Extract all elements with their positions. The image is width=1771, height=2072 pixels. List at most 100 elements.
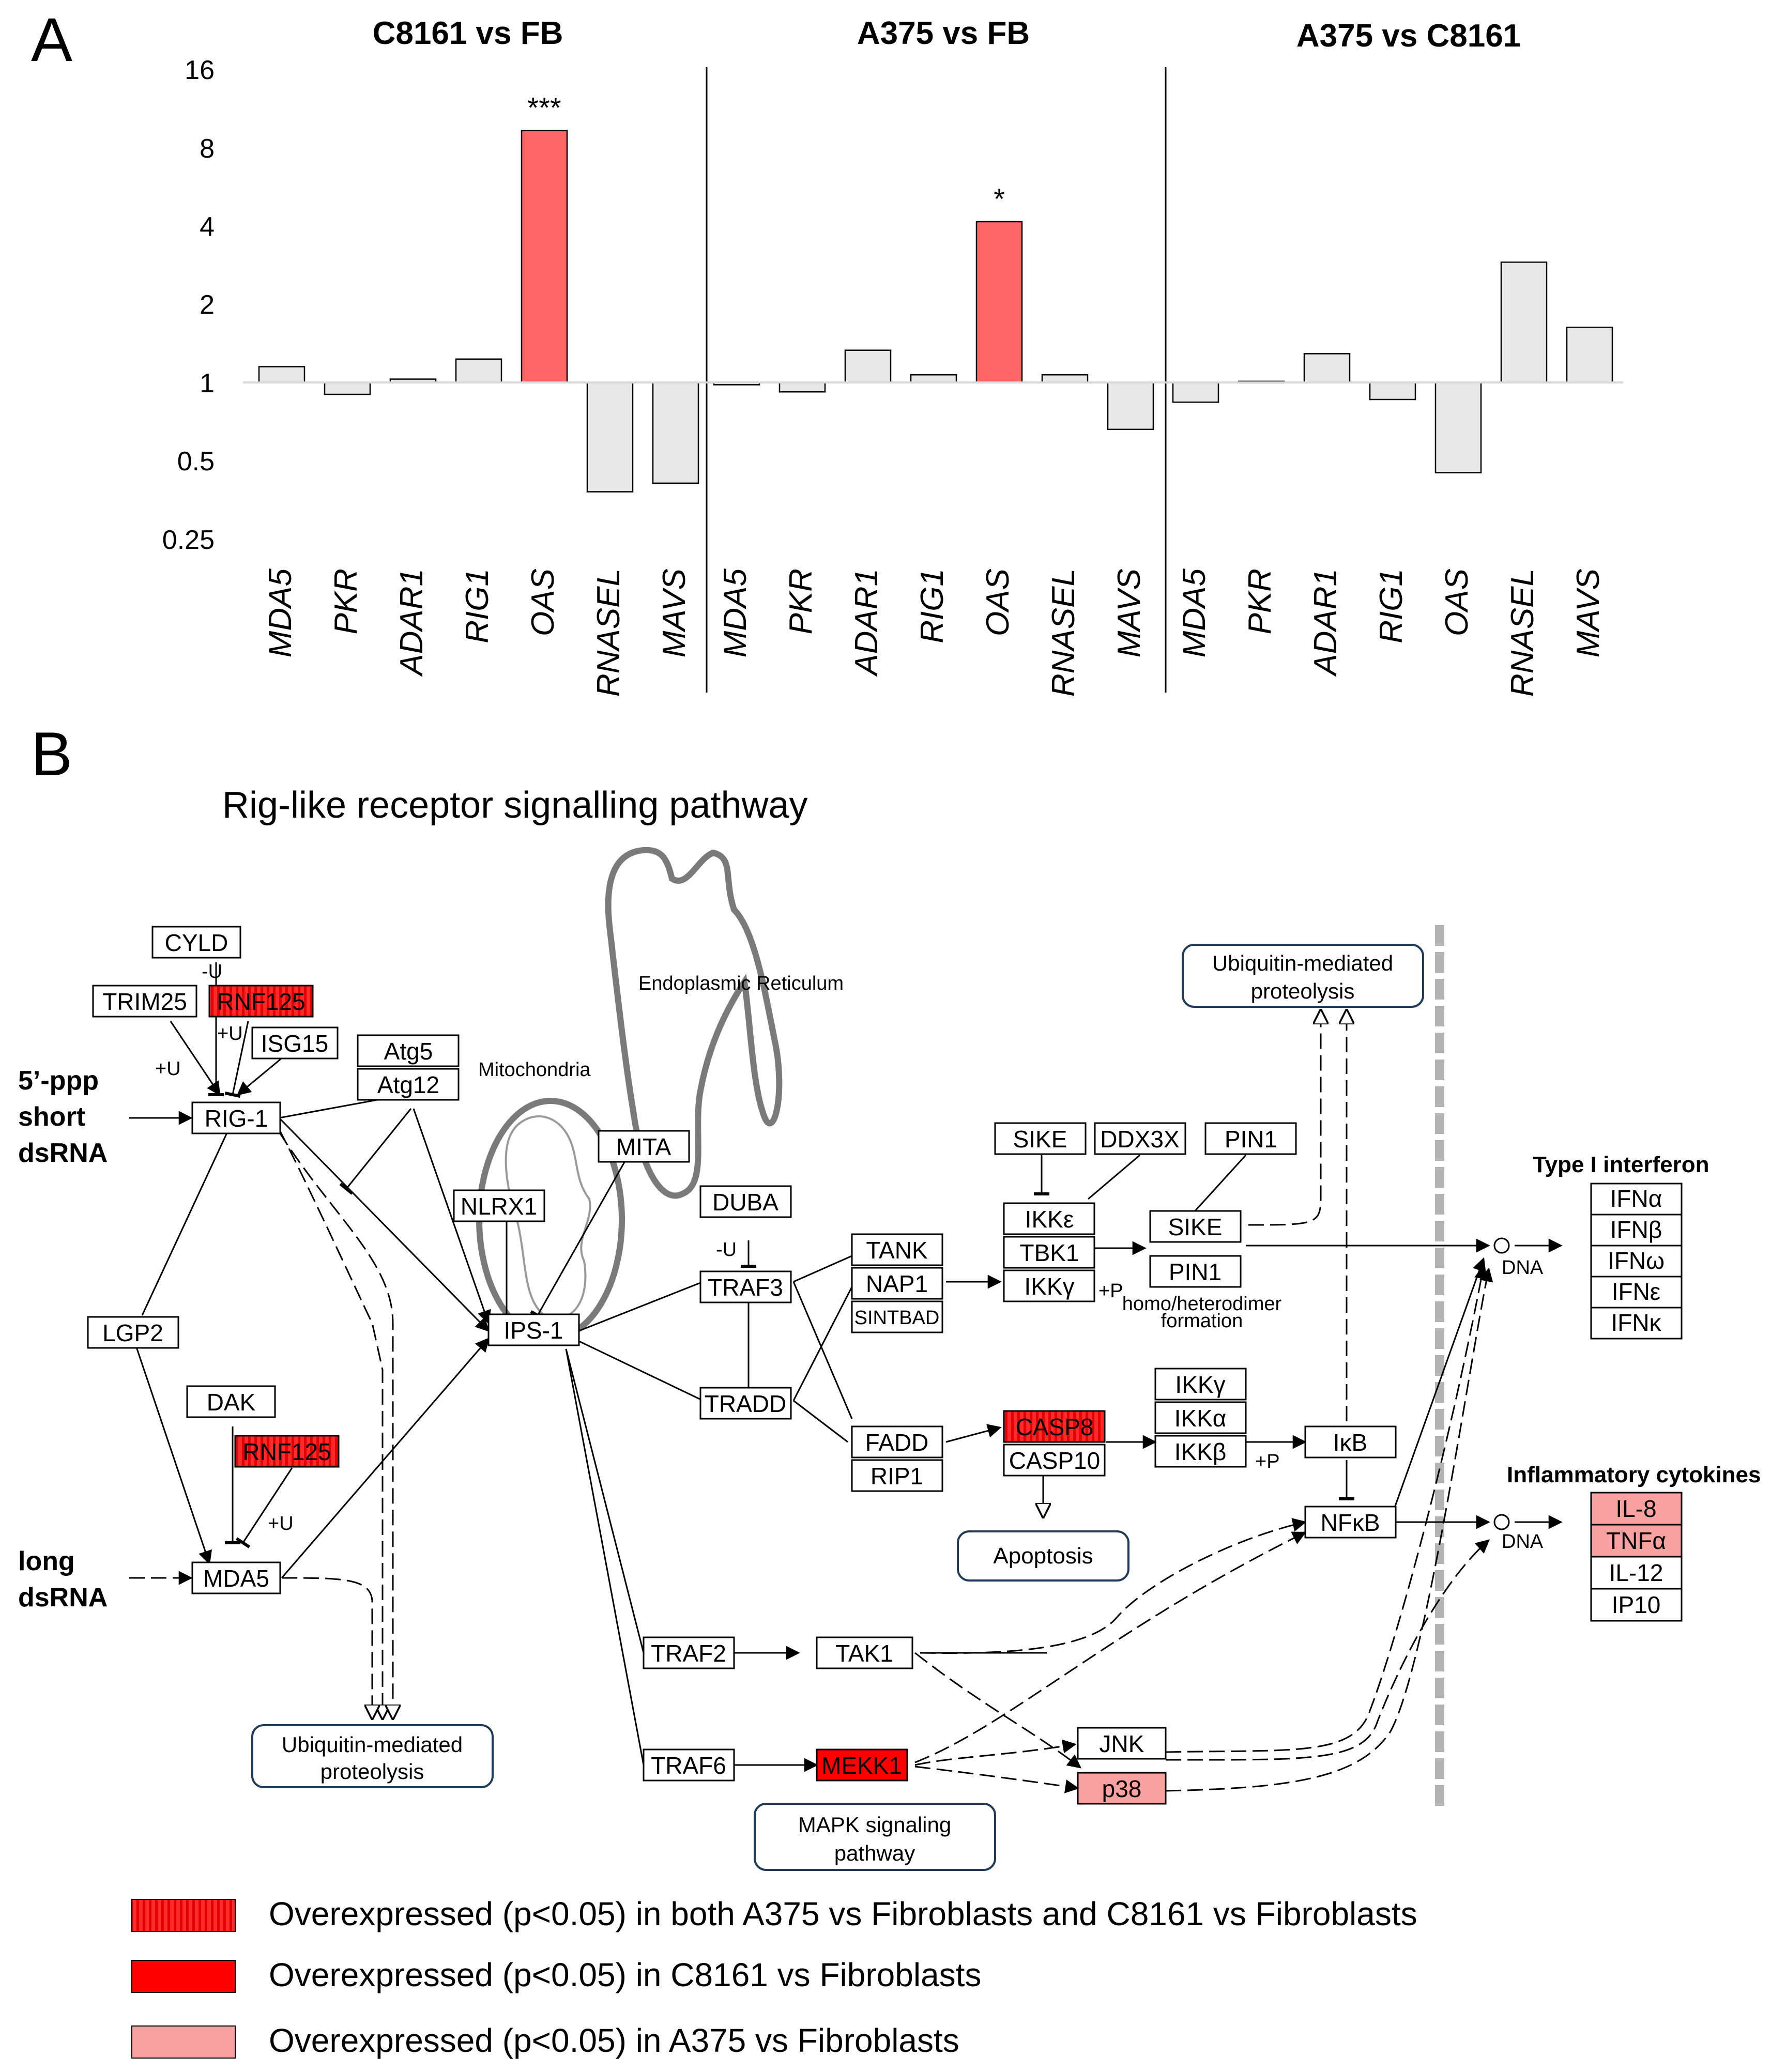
edge-label-minus-u: -U [202, 961, 222, 983]
bar-oas-group2 [975, 221, 1023, 383]
legend-text-both: Overexpressed (p<0.05) in both A375 vs F… [269, 1895, 1417, 1932]
box-il12 [1590, 1556, 1683, 1590]
gene-ikke: IKKε [1025, 1206, 1074, 1233]
gene-sike-top: SIKE [1013, 1126, 1067, 1153]
bar-pkr-group2 [778, 381, 826, 393]
gene-traf3: TRAF3 [708, 1274, 783, 1301]
x-tick-label: RIG1 [914, 569, 950, 643]
box-tbk1 [1003, 1236, 1095, 1269]
gene-fadd: FADD [865, 1429, 929, 1456]
gene-ips1: IPS-1 [503, 1317, 563, 1344]
gene-tank: TANK [866, 1237, 928, 1264]
group-title-c8161-vs-fb: C8161 vs FB [373, 16, 563, 51]
gene-casp8: CASP8 [1016, 1414, 1094, 1440]
gene-ikkb: IKKβ [1174, 1438, 1227, 1465]
gene-atg12: Atg12 [377, 1071, 439, 1098]
gene-jnk: JNK [1100, 1730, 1144, 1757]
box-ikke [1003, 1202, 1095, 1235]
legend-text-a375: Overexpressed (p<0.05) in A375 vs Fibrob… [269, 2022, 959, 2059]
y-tick: 16 [185, 55, 215, 85]
gene-traf6: TRAF6 [651, 1752, 726, 1779]
y-tick: 4 [200, 212, 215, 242]
box-nlrx1 [453, 1189, 545, 1222]
panel-a: A C8161 vs FB A375 vs FB A375 vs C8161 1… [31, 5, 1623, 697]
x-tick-label: ADAR1 [849, 569, 884, 678]
edge-label-homo: homo/heterodimer [1122, 1293, 1282, 1315]
input-long: long [18, 1546, 75, 1576]
box-ikb [1304, 1425, 1397, 1459]
box-ips1 [487, 1313, 580, 1346]
bar-mavs-group1 [652, 381, 699, 484]
input-short: short [18, 1102, 85, 1132]
x-tick-label: PKR [328, 569, 364, 634]
x-tick-label: OAS [525, 569, 561, 636]
box-cyld [151, 926, 241, 959]
gene-ip10: IP10 [1612, 1591, 1661, 1618]
x-tick-label: RNASEL [1505, 569, 1540, 697]
box-traf3 [699, 1270, 792, 1303]
x-tick-label: MDA5 [717, 568, 753, 657]
box-ikkg2 [1154, 1368, 1247, 1401]
edge-label-formation: formation [1161, 1310, 1243, 1332]
box-traf2 [643, 1636, 735, 1669]
bar-pkr-group1 [324, 381, 371, 395]
bar-mavs-group3 [1566, 326, 1613, 383]
bar-rig1-group2 [910, 374, 957, 383]
box-mda5 [191, 1561, 281, 1594]
edge-label-plus-u-dak: +U [268, 1513, 294, 1534]
panel-b: B Rig-like receptor signalling pathway E… [18, 719, 1761, 1871]
box-rnf125b [234, 1435, 340, 1468]
edge-label-dna-top: DNA [1502, 1257, 1544, 1279]
gene-lgp2: LGP2 [102, 1319, 163, 1346]
x-tick-label: PKR [783, 569, 819, 634]
input-long-dsrna: dsRNA [18, 1583, 108, 1613]
gene-boxes [87, 926, 1397, 1805]
gene-rnf125-top: RNF125 [217, 988, 305, 1015]
y-tick: 1 [200, 369, 215, 398]
bar-oas-group3 [1434, 381, 1482, 473]
gene-mda5: MDA5 [203, 1565, 269, 1592]
box-isg15 [251, 1026, 339, 1060]
module-apoptosis [957, 1530, 1129, 1582]
y-tick: 8 [200, 134, 215, 164]
gene-casp10: CASP10 [1009, 1447, 1100, 1474]
bar-rig1-group1 [455, 358, 502, 383]
box-tank [851, 1233, 943, 1266]
edge-label-minus-u-duba: -U [716, 1239, 737, 1261]
x-tick-label: MDA5 [263, 568, 298, 657]
x-tick-label: PKR [1242, 569, 1278, 634]
gene-trim25: TRIM25 [102, 988, 187, 1015]
type1-interferon-title: Type I interferon [1533, 1152, 1709, 1177]
bar-rnasel-group1 [586, 381, 634, 493]
module-ubiquitin-top [1182, 944, 1424, 1008]
gene-dak: DAK [207, 1389, 256, 1416]
legend-swatch-light [131, 2025, 236, 2059]
gene-ikkg-top: IKKγ [1024, 1273, 1074, 1300]
bar-adar1-group3 [1303, 353, 1351, 383]
panel-b-letter: B [31, 719, 72, 789]
group-titles: C8161 vs FB A375 vs FB A375 vs C8161 [373, 16, 1521, 54]
gene-labels: CYLD TRIM25 RNF125 ISG15 RIG-1 Atg5 Atg1… [102, 929, 1380, 1802]
bar-oas-group1 [521, 130, 568, 383]
gene-duba: DUBA [712, 1189, 778, 1216]
module-ubiquitin-bottom [251, 1724, 494, 1788]
gene-ifna: IFNα [1610, 1185, 1662, 1212]
gene-il8: IL-8 [1615, 1495, 1656, 1522]
bar-rnasel-group3 [1500, 262, 1548, 383]
box-pin1a [1204, 1122, 1297, 1155]
box-rig1 [191, 1101, 281, 1134]
x-tick-label: MDA5 [1177, 568, 1212, 657]
group-title-a375-vs-c8161: A375 vs C8161 [1296, 18, 1521, 54]
box-ikka [1154, 1401, 1247, 1434]
gene-tak1: TAK1 [835, 1640, 893, 1667]
gene-nlrx1: NLRX1 [461, 1193, 537, 1220]
gene-traf2: TRAF2 [651, 1640, 726, 1667]
x-tick-label: RIG1 [1373, 569, 1409, 643]
edge-label-plus-u: +U [217, 1023, 243, 1045]
y-axis-ticks: 16 8 4 2 1 0.5 0.25 [162, 55, 215, 555]
box-ifnb [1590, 1214, 1683, 1247]
box-sike2 [1149, 1210, 1242, 1243]
gene-isg15: ISG15 [261, 1030, 328, 1057]
box-nap1 [851, 1267, 943, 1300]
box-casp10 [1003, 1444, 1106, 1477]
